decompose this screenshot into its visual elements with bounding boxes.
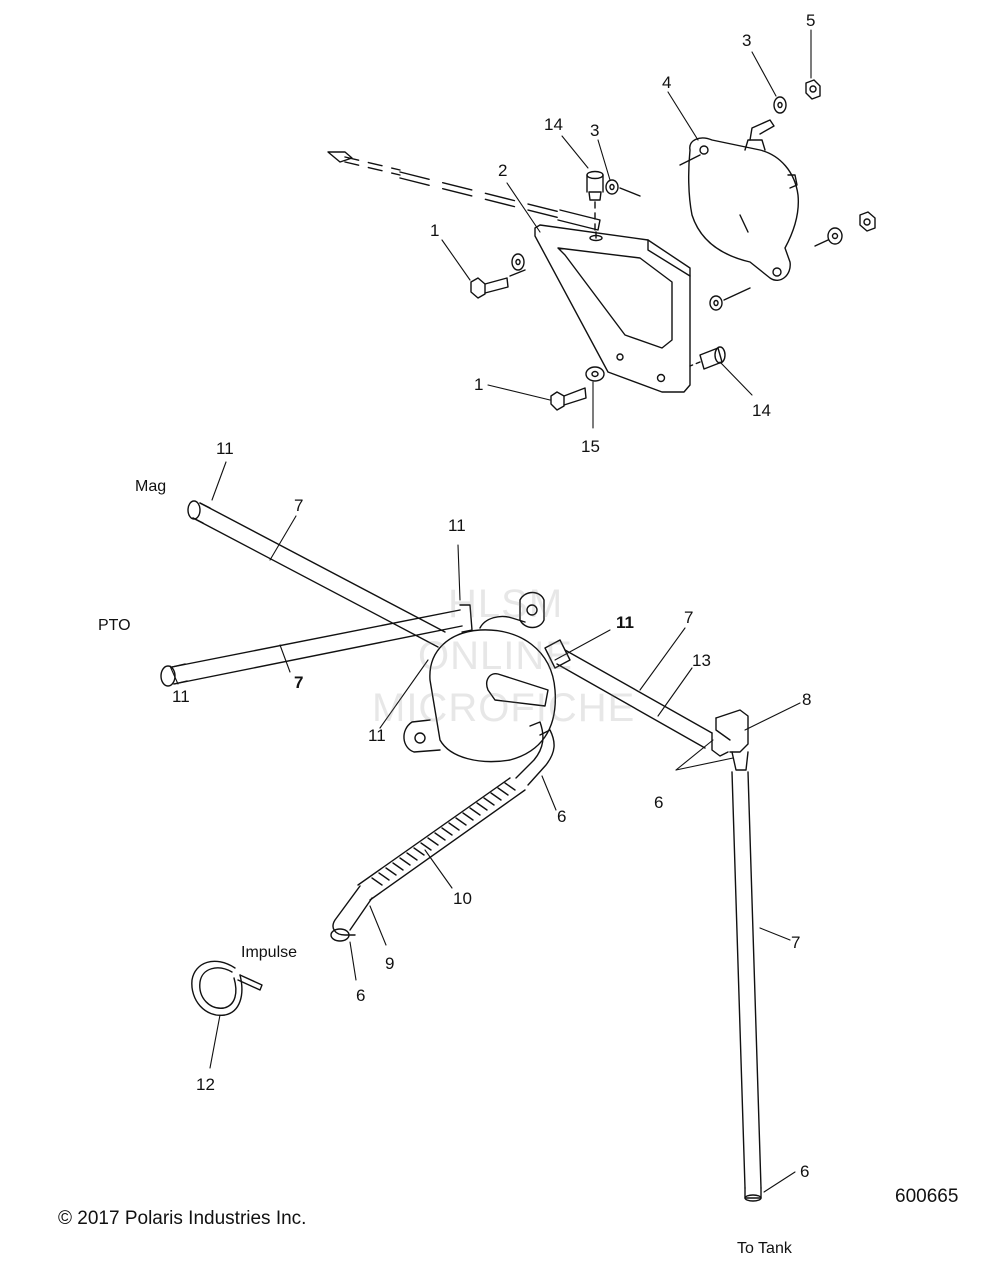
watermark-line-2: ONLINE xyxy=(418,634,573,678)
callout-3: 3 xyxy=(742,31,752,50)
callout-2: 2 xyxy=(498,161,508,180)
hose-part-7-pto xyxy=(161,605,472,686)
hose-part-7-mag xyxy=(188,501,445,647)
corrugated-hose-part-10 xyxy=(358,778,525,900)
callout-11: 11 xyxy=(616,613,634,632)
elbow-hose-part-6 xyxy=(516,722,554,785)
callout-3: 3 xyxy=(590,121,600,140)
washer-and-nut-lower-right xyxy=(815,212,875,246)
bolt-part-1-upper xyxy=(471,254,525,298)
callout-7: 7 xyxy=(294,673,304,692)
clamp-part-12 xyxy=(192,961,262,1015)
figure-id: 600665 xyxy=(895,1186,959,1207)
pump-center xyxy=(404,593,555,762)
hose-part-9 xyxy=(331,886,372,941)
callout-14: 14 xyxy=(752,401,771,420)
label-impulse: Impulse xyxy=(241,944,298,961)
cable xyxy=(328,152,600,230)
callout-5: 5 xyxy=(806,11,816,30)
callout-14: 14 xyxy=(544,115,563,134)
callout-4: 4 xyxy=(662,73,672,92)
nut-part-5-top xyxy=(806,80,820,99)
callout-9: 9 xyxy=(385,954,395,973)
watermark-line-3: MICROFICHE xyxy=(372,686,636,730)
callout-15: 15 xyxy=(581,437,600,456)
pump-housing-part-4 xyxy=(689,120,799,280)
screw-part-14-lower xyxy=(690,288,750,369)
callout-7: 7 xyxy=(684,608,694,627)
bracket-part-2 xyxy=(535,225,690,392)
label-to-tank: To Tank xyxy=(737,1240,792,1257)
callout-11: 11 xyxy=(368,726,386,745)
label-mag: Mag xyxy=(135,478,167,495)
bolt-part-1-lower xyxy=(551,367,604,410)
callout-1: 1 xyxy=(474,375,484,394)
callout-1: 1 xyxy=(430,221,440,240)
callout-10: 10 xyxy=(453,889,472,908)
washer-part-3-mid xyxy=(606,155,700,196)
hose-part-7-to-tank xyxy=(732,772,761,1201)
screw-part-14-top xyxy=(587,172,603,231)
callout-6: 6 xyxy=(800,1162,810,1181)
callout-7: 7 xyxy=(294,496,304,515)
washer-part-3-top xyxy=(774,97,786,113)
label-pto: PTO xyxy=(98,617,131,634)
callout-8: 8 xyxy=(802,690,812,709)
callout-11: 11 xyxy=(448,516,466,535)
hose-part-7-right xyxy=(545,640,712,748)
callout-13: 13 xyxy=(692,651,711,670)
callout-11: 11 xyxy=(216,439,234,458)
watermark-line-1: HLSM xyxy=(448,582,564,626)
callout-7: 7 xyxy=(791,933,801,952)
callout-6: 6 xyxy=(557,807,567,826)
copyright-text: © 2017 Polaris Industries Inc. xyxy=(58,1208,307,1229)
callout-11: 11 xyxy=(172,687,190,706)
callout-6: 6 xyxy=(654,793,664,812)
leader-lines xyxy=(170,30,811,1192)
callout-6: 6 xyxy=(356,986,366,1005)
callout-12: 12 xyxy=(196,1075,215,1094)
